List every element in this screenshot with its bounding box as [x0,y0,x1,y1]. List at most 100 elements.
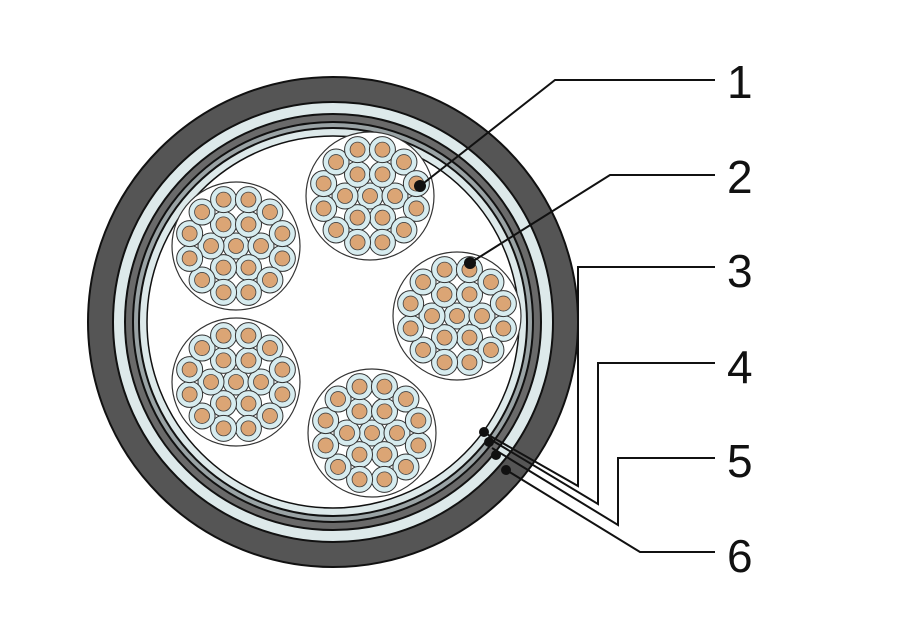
conductor-copper [376,378,393,395]
leader-lines [419,79,715,553]
callout-5: 5 [727,435,753,487]
conductor-bundles [171,131,522,498]
conductor-copper [181,225,198,242]
leader-line-3 [484,266,715,488]
callout-6: 6 [727,530,753,582]
leader-dot-5 [491,450,501,460]
conductor-copper [215,284,232,301]
conductor-copper [194,340,210,356]
conductor-copper [349,234,366,251]
conductor-copper [181,386,198,403]
conductor-copper [398,459,414,475]
conductor-copper [410,412,427,429]
conductor-copper [374,141,391,158]
conductor-copper [240,395,257,412]
conductor-copper [483,342,499,358]
conductor-copper [349,166,366,183]
conductor-copper [349,209,366,226]
conductor-copper [240,420,257,437]
conductor-copper [408,200,425,217]
conductor-copper [274,361,291,378]
conductor-copper [315,200,332,217]
conductor-copper [415,274,431,290]
conductor-copper [317,412,334,429]
conductor-copper [351,378,368,395]
leader-line-4 [487,362,715,506]
leader-dot-4 [484,437,494,447]
callout-3: 3 [727,245,753,297]
conductor-copper [376,403,393,420]
conductor-copper [483,274,499,290]
conductor-copper [215,216,232,233]
conductor-copper [215,327,232,344]
conductor-copper [376,446,393,463]
conductor-copper [396,154,412,170]
conductor-copper [194,204,210,220]
conductor-copper [398,391,414,407]
conductor-copper [240,352,257,369]
conductor-copper [374,234,391,251]
callout-labels: 1 2 3 4 5 6 [727,56,753,582]
conductor-copper [253,374,269,390]
conductor-copper [215,191,232,208]
callout-1: 1 [727,56,753,108]
conductor-copper [402,320,419,337]
conductor-bundle [171,181,301,311]
conductor-copper [402,295,419,312]
conductor-copper [461,354,478,371]
conductor-bundle [305,131,435,261]
conductor-copper [374,209,391,226]
conductor-bundle [392,251,522,381]
conductor-copper [351,403,368,420]
conductor-copper [215,420,232,437]
conductor-copper [495,295,512,312]
conductor-copper [194,408,210,424]
conductor-copper [351,471,368,488]
conductor-copper [449,308,465,324]
conductor-copper [328,154,344,170]
conductor-copper [396,222,412,238]
conductor-copper [461,329,478,346]
leader-line-2 [469,174,715,264]
conductor-copper [328,222,344,238]
conductor-copper [376,471,393,488]
conductor-copper [436,261,453,278]
conductor-copper [461,286,478,303]
conductor-copper [181,361,198,378]
conductor-copper [215,352,232,369]
conductor-bundle [171,317,301,447]
conductor-copper [330,459,346,475]
conductor-copper [415,342,431,358]
conductor-copper [240,259,257,276]
conductor-copper [389,425,405,441]
conductor-copper [240,284,257,301]
conductor-copper [262,408,278,424]
conductor-copper [274,250,291,267]
conductor-copper [240,191,257,208]
conductor-copper [215,395,232,412]
conductor-copper [410,437,427,454]
conductor-copper [337,188,353,204]
leader-dot-3 [479,427,489,437]
conductor-copper [274,225,291,242]
conductor-copper [436,354,453,371]
conductor-copper [364,425,380,441]
conductor-copper [339,425,355,441]
conductor-copper [495,320,512,337]
conductor-copper [330,391,346,407]
conductor-copper [203,238,219,254]
conductor-copper [215,259,232,276]
conductor-copper [474,308,490,324]
conductor-copper [351,446,368,463]
conductor-copper [240,216,257,233]
conductor-bundle [307,368,437,498]
conductor-copper [274,386,291,403]
conductor-copper [374,166,391,183]
callout-2: 2 [727,151,753,203]
conductor-copper [203,374,219,390]
conductor-copper [262,340,278,356]
conductor-copper [253,238,269,254]
leader-dot-2 [464,257,476,269]
conductor-copper [317,437,334,454]
